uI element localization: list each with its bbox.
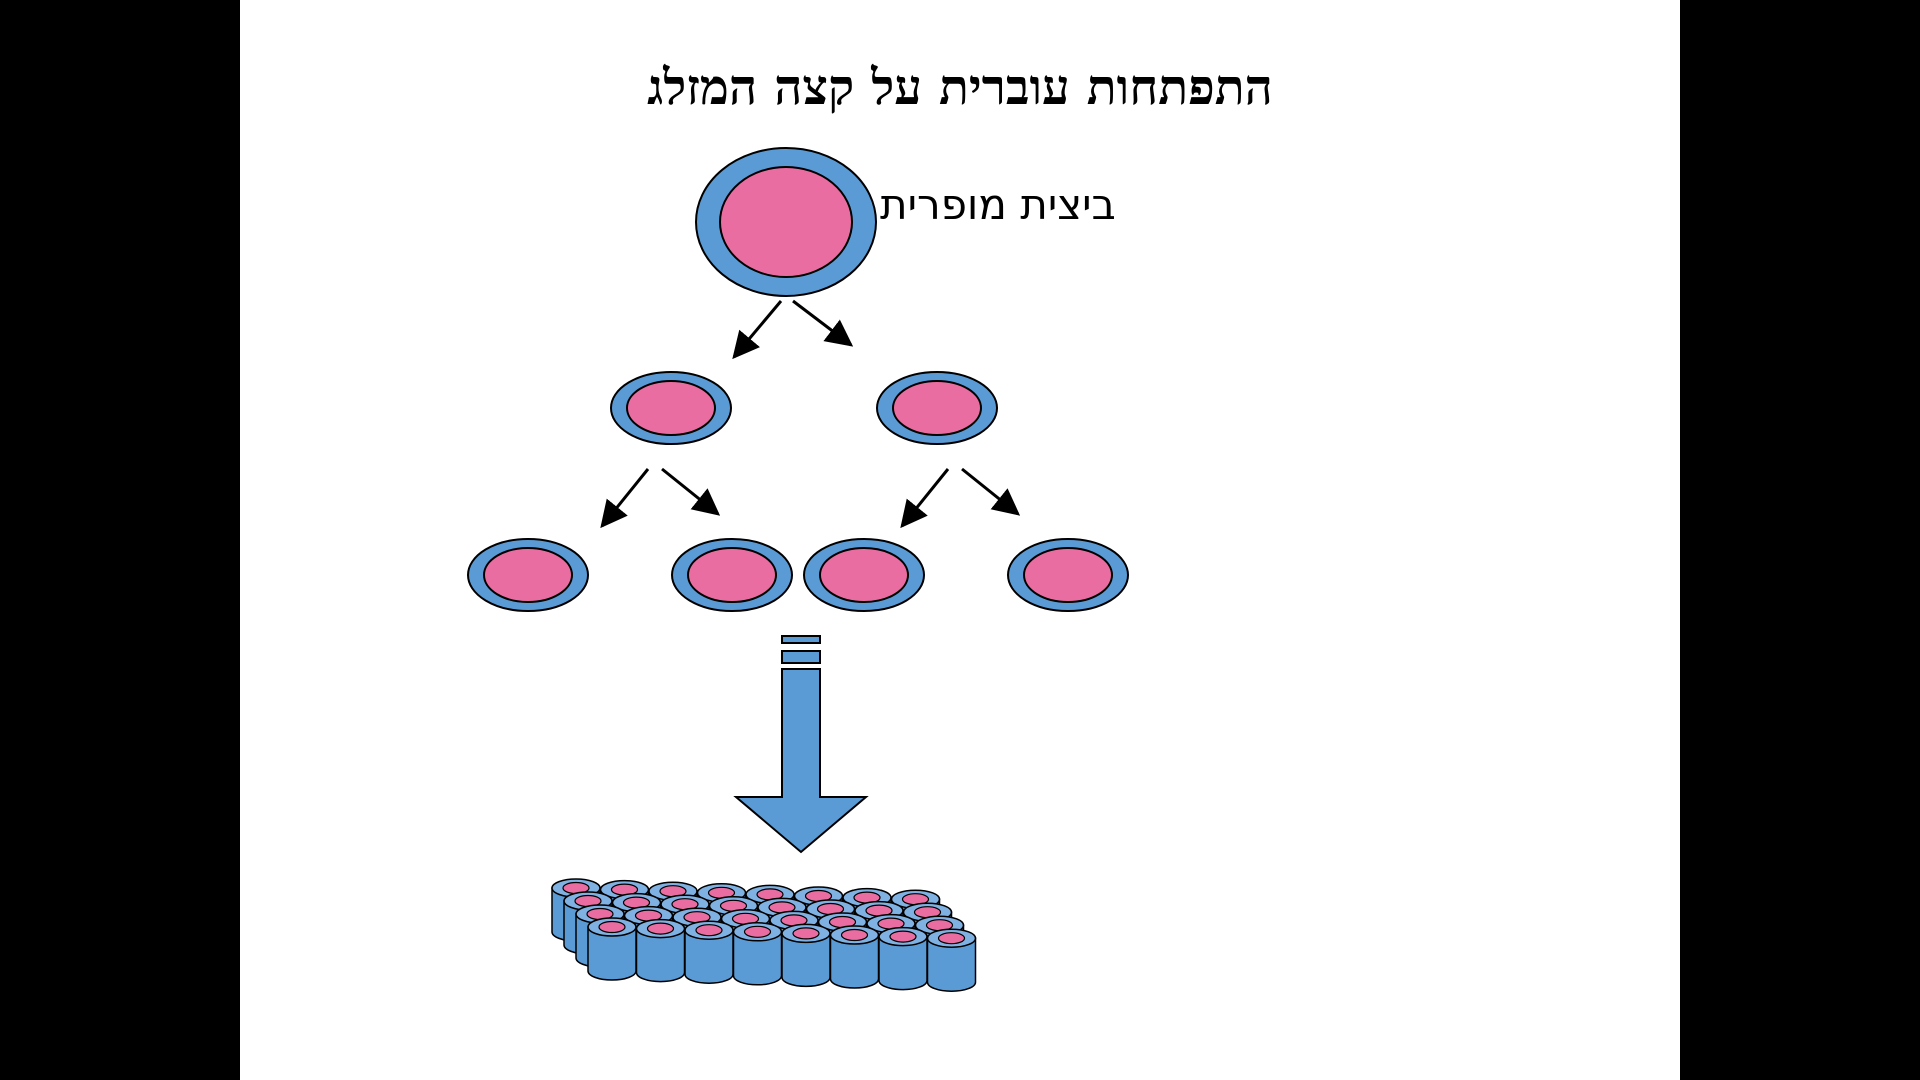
tissue-cell bbox=[781, 923, 831, 988]
division-arrow bbox=[661, 467, 721, 516]
cell-division-diagram bbox=[467, 147, 1129, 992]
two-cell-stage-left bbox=[610, 371, 732, 445]
fertilized-egg-label: ביצית מופרית bbox=[880, 180, 1116, 229]
tissue-cell bbox=[732, 922, 783, 986]
tissue-cell bbox=[878, 926, 928, 991]
tissue-cell bbox=[829, 925, 880, 989]
development-arrow bbox=[733, 635, 869, 854]
four-cell-stage-4 bbox=[1007, 538, 1129, 612]
four-cell-stage-2 bbox=[671, 538, 793, 612]
slide: התפתחות עוברית על קצה המזלג ביצית מופרית bbox=[240, 0, 1680, 1080]
division-arrow bbox=[792, 299, 854, 347]
division-arrow bbox=[732, 300, 783, 360]
division-arrow bbox=[600, 468, 650, 529]
four-cell-stage-1 bbox=[467, 538, 589, 612]
tissue-cell bbox=[926, 928, 977, 992]
division-arrow bbox=[961, 467, 1021, 516]
four-cell-stage-3 bbox=[803, 538, 925, 612]
division-arrow bbox=[900, 468, 950, 529]
two-cell-stage-right bbox=[876, 371, 998, 445]
tissue-cell bbox=[684, 920, 734, 984]
tissue-cell bbox=[635, 918, 686, 983]
tissue-cell bbox=[587, 917, 637, 981]
slide-title: התפתחות עוברית על קצה המזלג bbox=[647, 58, 1273, 116]
zygote-cell bbox=[695, 147, 877, 297]
tissue-cell-layer bbox=[551, 878, 977, 992]
